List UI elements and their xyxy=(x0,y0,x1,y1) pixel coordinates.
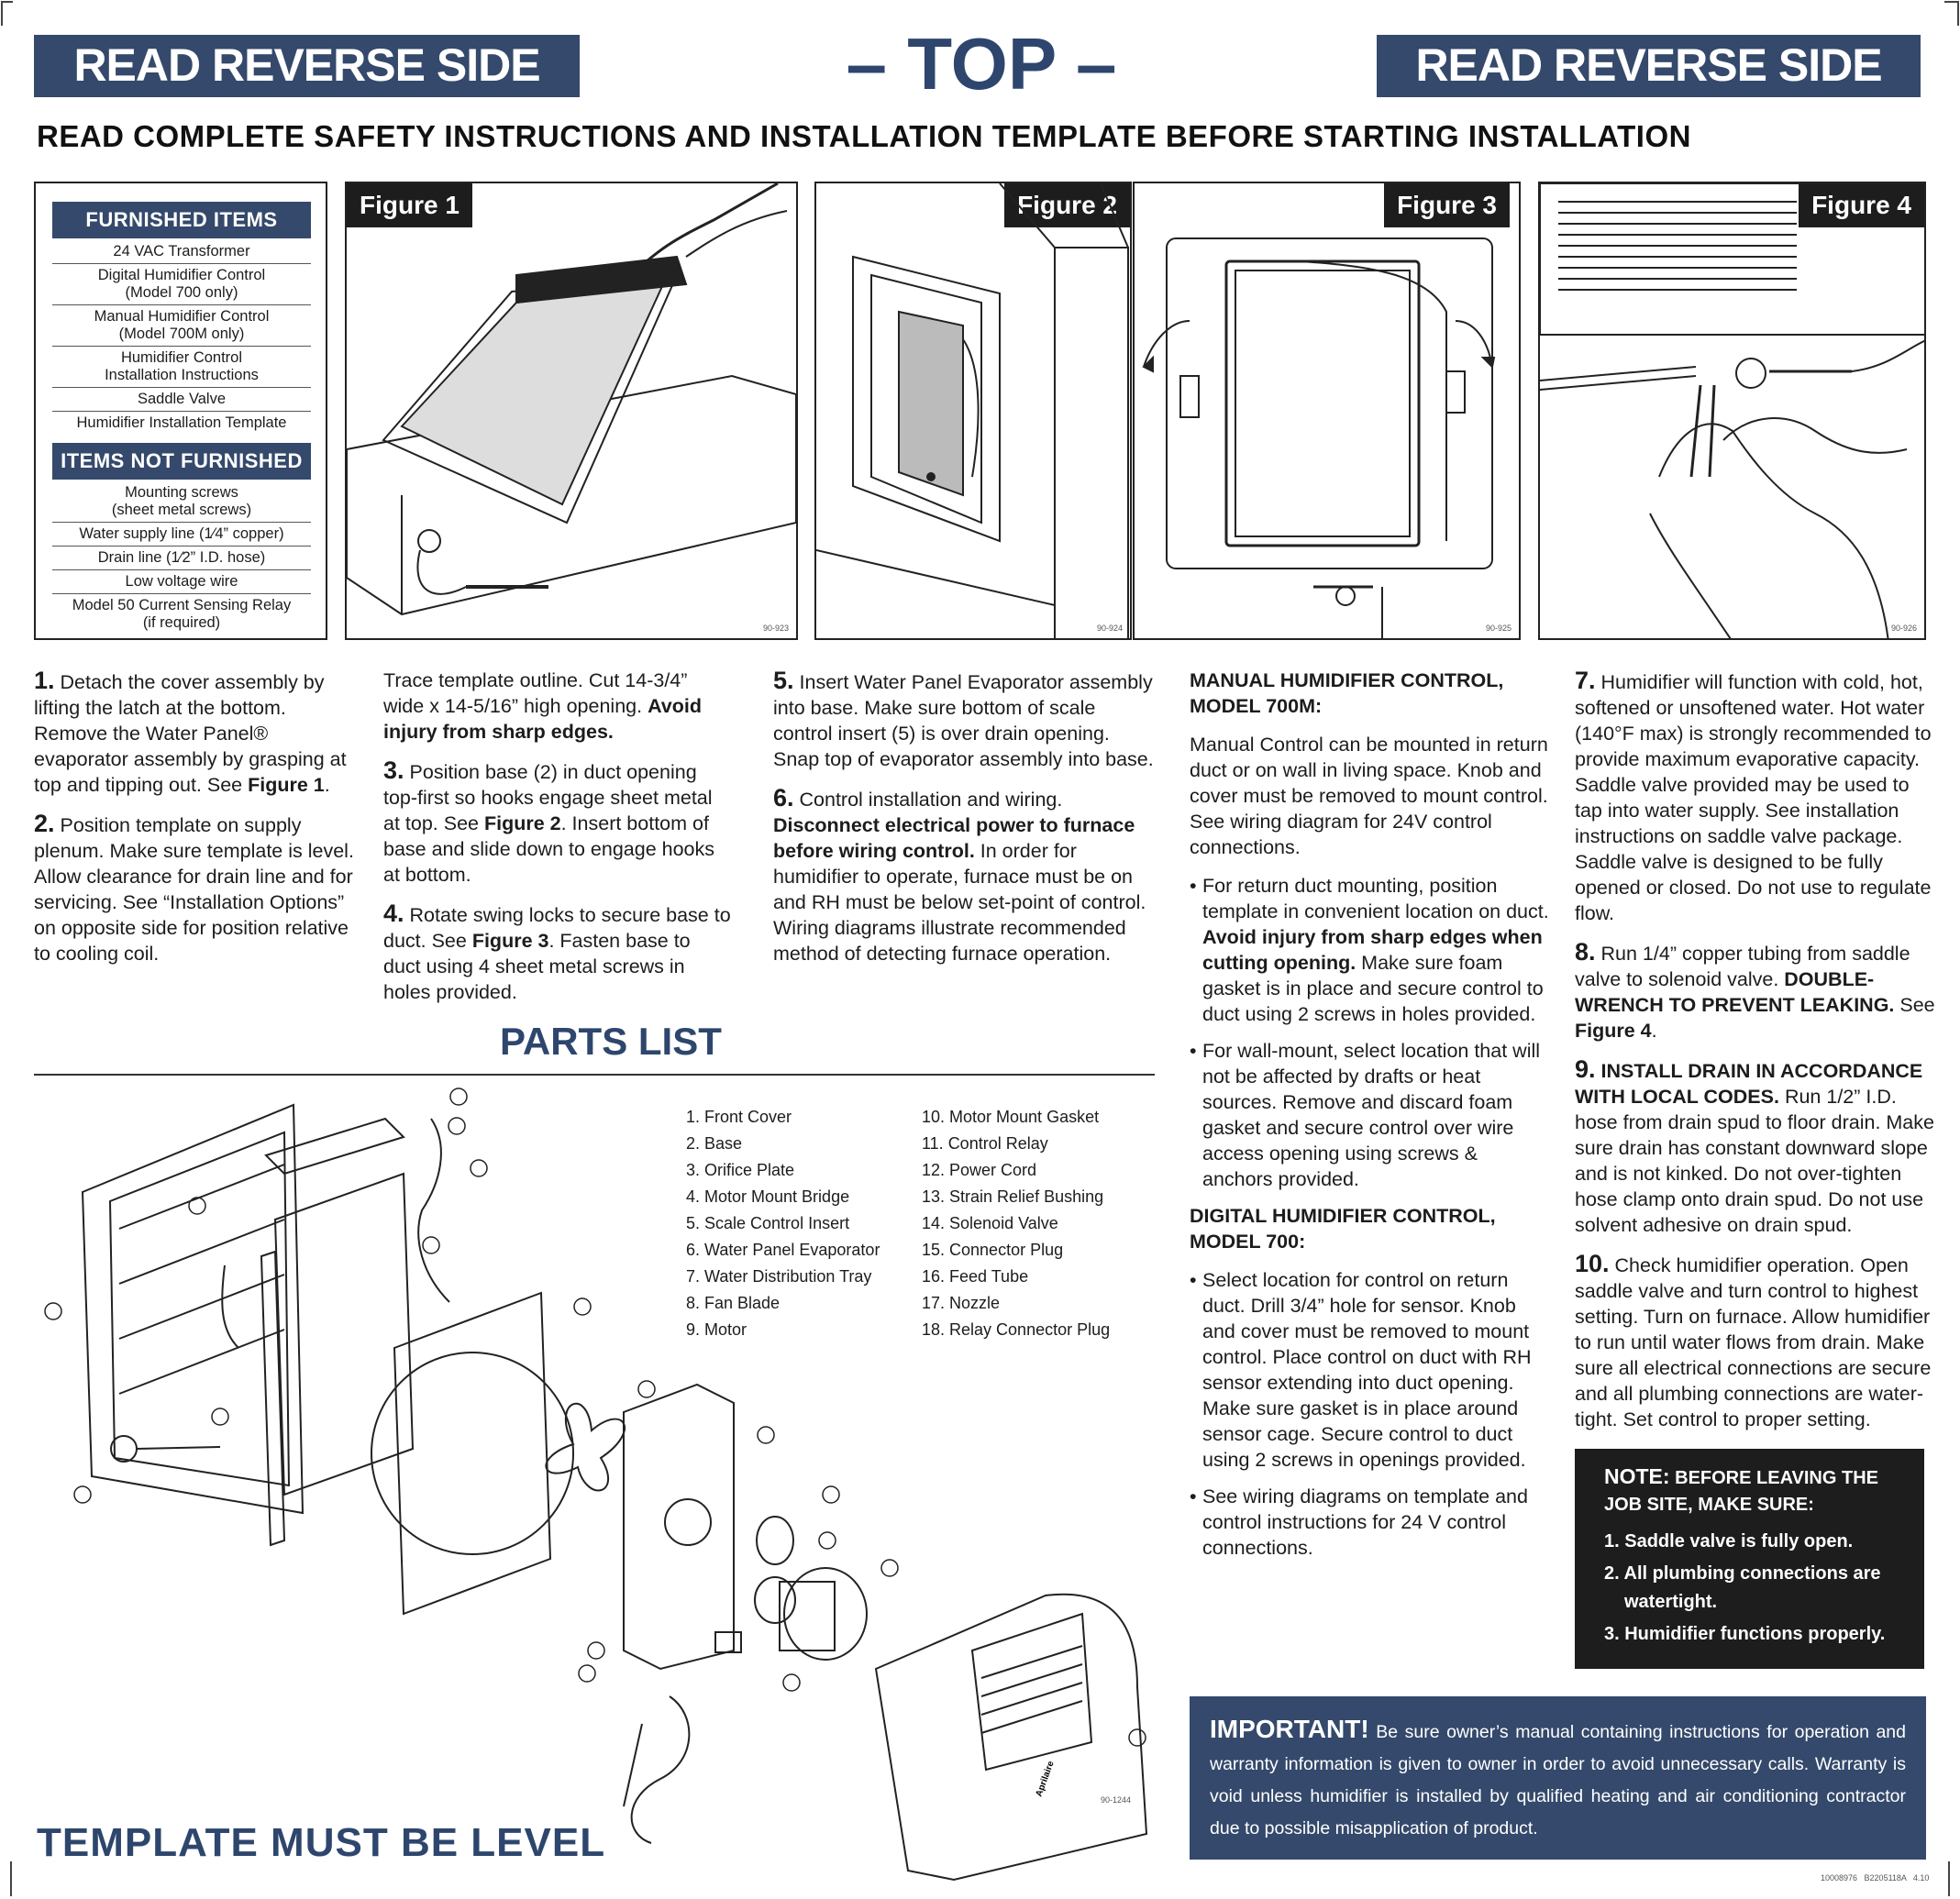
safety-subheading: READ COMPLETE SAFETY INSTRUCTIONS AND IN… xyxy=(37,119,1691,153)
step-9: 9. INSTALL DRAIN IN ACCORDANCE WITH LOCA… xyxy=(1575,1055,1934,1236)
instructions-column-1: 1. Detach the cover assembly by lifting … xyxy=(34,668,360,979)
parts-list-right: 10. Motor Mount Gasket 11. Control Relay… xyxy=(922,1104,1156,1343)
list-item: Digital Humidifier Control (Model 700 on… xyxy=(52,264,311,305)
important-text: Be sure owner’s manual containing instru… xyxy=(1210,1722,1906,1838)
digital-bullet-1: Select location for control on return du… xyxy=(1190,1267,1549,1473)
digital-control-title: DIGITAL HUMIDIFIER CONTROL, MODEL 700: xyxy=(1190,1205,1496,1253)
step-3: 3. Position base (2) in duct opening top… xyxy=(383,756,714,886)
list-item: Mounting screws (sheet metal screws) xyxy=(52,481,311,523)
cover-brand: Aprilaire xyxy=(1034,1760,1056,1798)
parts-item: 9. Motor xyxy=(686,1320,747,1339)
note-item-2: 2. All plumbing connections are watertig… xyxy=(1604,1563,1881,1612)
parts-item: 3. Orifice Plate xyxy=(686,1161,795,1179)
parts-list-left: 1. Front Cover 2. Base 3. Orifice Plate … xyxy=(686,1104,915,1343)
list-item: Humidifier Installation Template xyxy=(76,414,287,431)
parts-item: 1. Front Cover xyxy=(686,1108,792,1126)
instructions-column-4: MANUAL HUMIDIFIER CONTROL, MODEL 700M: M… xyxy=(1190,668,1549,1572)
parts-item: 11. Control Relay xyxy=(922,1134,1048,1153)
figure-2-label: Figure 2 xyxy=(1004,183,1130,227)
parts-divider xyxy=(34,1074,1155,1076)
banner-left: READ REVERSE SIDE FIRST! xyxy=(34,35,580,151)
parts-item: 12. Power Cord xyxy=(922,1161,1037,1179)
list-item: Model 50 Current Sensing Relay (if requi… xyxy=(72,597,292,631)
parts-item: 15. Connector Plug xyxy=(922,1241,1064,1259)
step-2-continued: Trace template outline. Cut 14-3/4” wide… xyxy=(383,669,702,743)
figure-3-label: Figure 3 xyxy=(1384,183,1510,227)
figure-2-code: 90-924 xyxy=(1096,624,1123,633)
figure-2: Figure 2 90-924 xyxy=(814,182,1132,640)
digital-bullet-2: See wiring diagrams on template and cont… xyxy=(1190,1484,1549,1561)
note-item-3: 3. Humidifier functions properly. xyxy=(1604,1624,1886,1644)
list-item: 24 VAC Transformer xyxy=(52,240,311,264)
manual-bullet-2: For wall-mount, select location that wil… xyxy=(1190,1038,1549,1192)
parts-item: 13. Strain Relief Bushing xyxy=(922,1187,1104,1206)
parts-item: 6. Water Panel Evaporator xyxy=(686,1241,880,1259)
figure-3-code: 90-925 xyxy=(1485,624,1512,633)
note-title: NOTE: BEFORE LEAVING THE JOB SITE, MAKE … xyxy=(1604,1464,1878,1515)
note-box: NOTE: BEFORE LEAVING THE JOB SITE, MAKE … xyxy=(1575,1449,1924,1669)
items-box: FURNISHED ITEMS 24 VAC Transformer Digit… xyxy=(34,182,327,640)
parts-list-title: PARTS LIST xyxy=(500,1020,722,1063)
parts-item: 16. Feed Tube xyxy=(922,1267,1029,1286)
step-4: 4. Rotate swing locks to secure base to … xyxy=(383,900,731,1003)
list-item: Manual Humidifier Control (Model 700M on… xyxy=(52,305,311,347)
not-furnished-header: ITEMS NOT FURNISHED xyxy=(52,443,311,480)
important-lead: IMPORTANT! xyxy=(1210,1715,1369,1743)
parts-item: 14. Solenoid Valve xyxy=(922,1214,1058,1232)
parts-item: 10. Motor Mount Gasket xyxy=(922,1108,1100,1126)
banner-right: READ REVERSE SIDE FIRST! xyxy=(1377,35,1921,151)
step-2: 2. Position template on supply plenum. M… xyxy=(34,810,354,965)
furnished-items-header: FURNISHED ITEMS xyxy=(52,202,311,238)
exploded-parts-diagram: Aprilaire xyxy=(44,1088,1148,1882)
figure-1-code: 90-923 xyxy=(762,624,789,633)
figure-4-illustration xyxy=(1540,183,1924,638)
figure-4-code: 90-926 xyxy=(1890,624,1917,633)
note-item-1: 1. Saddle valve is fully open. xyxy=(1604,1531,1854,1551)
figure-3: Figure 3 90-925 xyxy=(1133,182,1521,640)
parts-item: 2. Base xyxy=(686,1134,743,1153)
manual-control-title: MANUAL HUMIDIFIER CONTROL, MODEL 700M: xyxy=(1190,669,1504,717)
instructions-column-3: 5. Insert Water Panel Evaporator assembl… xyxy=(773,668,1158,979)
diagram-code: 90-1244 xyxy=(1101,1795,1132,1805)
parts-item: 18. Relay Connector Plug xyxy=(922,1320,1111,1339)
list-item: Humidifier Control Installation Instruct… xyxy=(52,347,311,388)
parts-item: 8. Fan Blade xyxy=(686,1294,781,1312)
step-1: 1. Detach the cover assembly by lifting … xyxy=(34,667,347,796)
step-5: 5. Insert Water Panel Evaporator assembl… xyxy=(773,667,1154,770)
figure-4-label: Figure 4 xyxy=(1799,183,1924,227)
important-box: IMPORTANT! Be sure owner’s manual contai… xyxy=(1190,1696,1926,1860)
document-code: 10008976 B2205118A 4.10 xyxy=(1821,1873,1930,1882)
parts-item: 7. Water Distribution Tray xyxy=(686,1267,872,1286)
step-7: 7. Humidifier will function with cold, h… xyxy=(1575,667,1932,924)
furnished-items-list: 24 VAC Transformer Digital Humidifier Co… xyxy=(52,240,311,435)
step-8: 8. Run 1/4” copper tubing from saddle va… xyxy=(1575,938,1935,1042)
list-item: Saddle Valve xyxy=(52,388,311,412)
list-item: Water supply line (1⁄4” copper) xyxy=(52,523,311,547)
template-level-footer: TEMPLATE MUST BE LEVEL xyxy=(37,1820,606,1865)
figure-4: Figure 4 90-926 xyxy=(1538,182,1926,640)
instructions-column-5: 7. Humidifier will function with cold, h… xyxy=(1575,668,1937,1445)
figure-3-illustration xyxy=(1142,237,1496,638)
figure-1-label: Figure 1 xyxy=(347,183,472,227)
parts-item: 5. Scale Control Insert xyxy=(686,1214,850,1232)
figure-1-illustration xyxy=(347,183,796,616)
not-furnished-list: Mounting screws (sheet metal screws) Wat… xyxy=(52,481,311,635)
manual-bullet-1: For return duct mounting, position templ… xyxy=(1190,873,1549,1027)
parts-item: 17. Nozzle xyxy=(922,1294,1001,1312)
list-item: Drain line (1⁄2” I.D. hose) xyxy=(52,547,311,570)
manual-control-text: Manual Control can be mounted in return … xyxy=(1190,734,1548,858)
top-title: – TOP – xyxy=(846,23,1117,105)
figure-2-illustration xyxy=(816,183,1129,638)
instructions-column-2: Trace template outline. Cut 14-3/4” wide… xyxy=(383,668,732,1018)
parts-item: 4. Motor Mount Bridge xyxy=(686,1187,850,1206)
figure-1: Figure 1 90-923 xyxy=(345,182,798,640)
step-10: 10. Check humidifier operation. Open sad… xyxy=(1575,1250,1932,1430)
step-6: 6. Control installation and wiring. Disc… xyxy=(773,784,1146,965)
list-item: Low voltage wire xyxy=(52,570,311,594)
